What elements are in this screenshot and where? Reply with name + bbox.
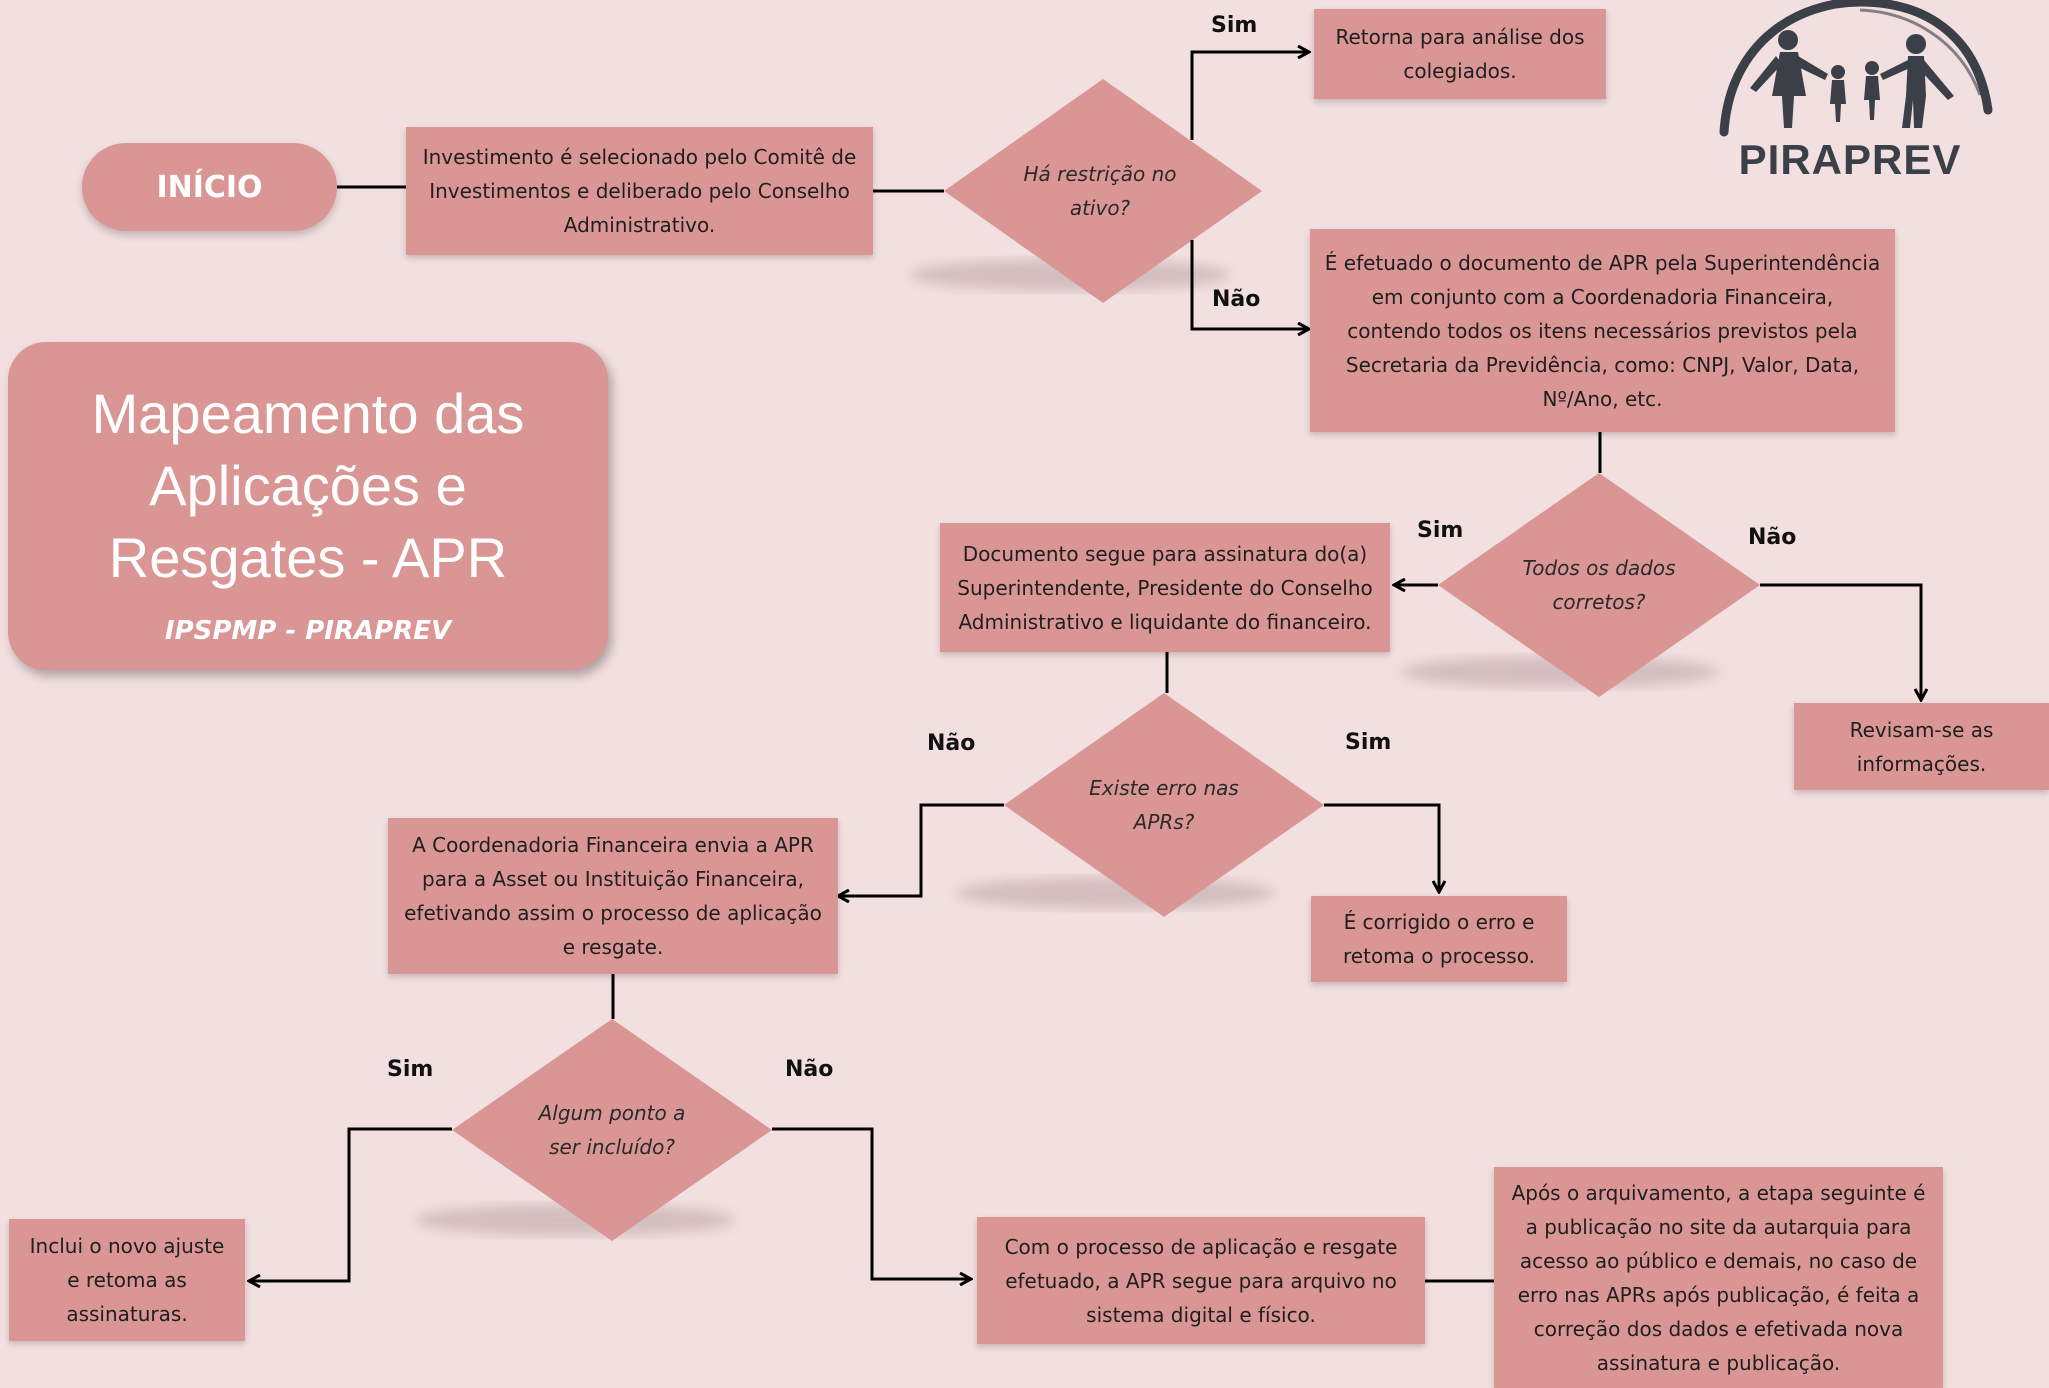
step-text: Revisam-se as informações. xyxy=(1849,717,1994,776)
connector-arrow xyxy=(1190,52,1309,140)
logo-text: PIRAPREV xyxy=(1738,136,1962,183)
decision-dados-text: Todos os dados corretos? xyxy=(1522,556,1676,614)
label-ponto-sim: Sim xyxy=(387,1057,434,1082)
title-card: Mapeamento das Aplicações e Resgates - A… xyxy=(8,342,608,670)
connector-arrow xyxy=(249,1127,452,1281)
step-arquivo: Com o processo de aplicação e resgate ef… xyxy=(977,1217,1425,1344)
page-title: Mapeamento das Aplicações e Resgates - A… xyxy=(91,382,525,589)
decision-restricao-text: Há restrição no ativo? xyxy=(1023,162,1177,220)
decision-dados-diamond xyxy=(1438,473,1760,697)
connector-arrow xyxy=(838,803,1004,896)
connector-arrow xyxy=(1190,240,1309,329)
step-text: A Coordenadoria Financeira envia a APR p… xyxy=(404,833,822,959)
decision-restricao-diamond xyxy=(944,79,1262,303)
decision-ponto-text: Algum ponto a ser incluído? xyxy=(538,1101,686,1159)
decision-ponto-diamond xyxy=(452,1019,772,1241)
step-text: É efetuado o documento de APR pela Super… xyxy=(1324,250,1881,411)
step-selecionado: Investimento é selecionado pelo Comitê d… xyxy=(406,127,873,255)
page-subtitle: IPSPMP - PIRAPREV xyxy=(164,616,452,646)
connector-arrow xyxy=(1760,583,1921,700)
label-erro-nao: Não xyxy=(927,731,976,756)
step-assinatura: Documento segue para assinatura do(a) Su… xyxy=(940,523,1390,652)
label-dados-nao: Não xyxy=(1748,525,1797,550)
step-text: Com o processo de aplicação e resgate ef… xyxy=(1004,1234,1398,1327)
label-restricao-nao: Não xyxy=(1212,287,1261,312)
shadow xyxy=(415,1204,735,1236)
step-inclui: Inclui o novo ajuste e retoma as assinat… xyxy=(9,1219,245,1341)
step-envia: A Coordenadoria Financeira envia a APR p… xyxy=(388,818,838,974)
connector-arrow xyxy=(1324,803,1439,892)
step-text: Retorna para análise dos colegiados. xyxy=(1335,25,1585,83)
start-label: INÍCIO xyxy=(156,169,263,205)
step-documento-apr: É efetuado o documento de APR pela Super… xyxy=(1310,229,1895,432)
piraprev-logo-icon xyxy=(1719,0,1993,137)
label-erro-sim: Sim xyxy=(1345,730,1392,755)
label-dados-sim: Sim xyxy=(1417,518,1464,543)
step-text: Inclui o novo ajuste e retoma as assinat… xyxy=(29,1234,225,1326)
decision-erro-diamond xyxy=(1004,693,1324,917)
step-text: Após o arquivamento, a etapa seguinte é … xyxy=(1511,1180,1926,1375)
start-terminal: INÍCIO xyxy=(82,143,337,231)
step-text: Documento segue para assinatura do(a) Su… xyxy=(957,541,1373,634)
step-publicacao: Após o arquivamento, a etapa seguinte é … xyxy=(1494,1167,1943,1388)
step-text: É corrigido o erro e retoma o processo. xyxy=(1343,910,1535,968)
step-text: Investimento é selecionado pelo Comitê d… xyxy=(422,145,857,237)
label-ponto-nao: Não xyxy=(785,1057,834,1082)
step-corrigido: É corrigido o erro e retoma o processo. xyxy=(1311,896,1567,982)
step-revisam: Revisam-se as informações. xyxy=(1794,703,2049,790)
decision-erro-text: Existe erro nas APRs? xyxy=(1089,776,1239,834)
label-restricao-sim: Sim xyxy=(1211,13,1258,38)
connector-arrow xyxy=(772,1127,971,1279)
step-retorna: Retorna para análise dos colegiados. xyxy=(1314,9,1606,99)
